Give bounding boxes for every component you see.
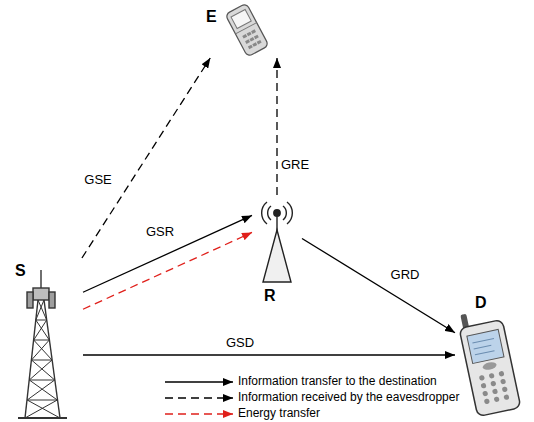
- channel-gain-label: GRD: [389, 268, 422, 282]
- node-label: R: [264, 287, 276, 305]
- relay-node: R: [252, 195, 302, 309]
- source-node: S: [5, 258, 83, 418]
- legend-line-sample: [165, 413, 233, 414]
- node-label: D: [475, 294, 487, 312]
- eavesdrop-link: [276, 58, 277, 195]
- channel-gain-label: GRE: [279, 158, 311, 172]
- energy-link: [83, 232, 252, 309]
- information-link: [83, 354, 455, 355]
- destination-phone: [456, 307, 520, 417]
- channel-gain-label: GSD: [224, 336, 256, 350]
- legend-line-sample: [165, 381, 233, 382]
- destination-node: D: [455, 290, 527, 418]
- node-label: E: [206, 8, 217, 26]
- eavesdropper-phone: [225, 3, 269, 57]
- eavesdrop-link: [82, 58, 210, 258]
- eavesdropper-node: E: [200, 2, 285, 58]
- legend-text: Information transfer to the destination: [238, 375, 437, 388]
- legend-text: Information received by the eavesdropper: [238, 391, 459, 404]
- information-link: [302, 238, 455, 332]
- base-station-tower: [18, 270, 67, 418]
- information-link: [83, 215, 252, 292]
- relay-antenna: [262, 202, 293, 282]
- channel-gain-label: GSR: [144, 225, 176, 239]
- node-label: S: [15, 262, 26, 280]
- channel-gain-label: GSE: [82, 173, 113, 187]
- legend-text: Energy transfer: [238, 407, 320, 420]
- legend-line-sample: [165, 397, 233, 398]
